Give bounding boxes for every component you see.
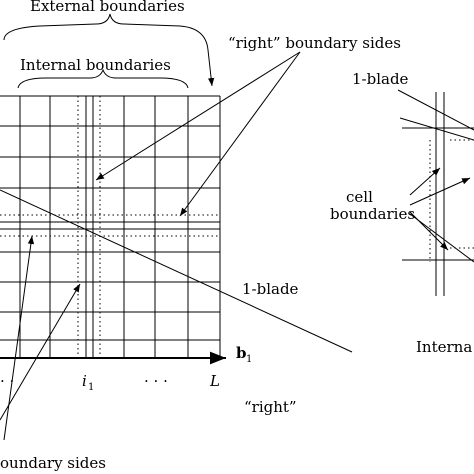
interna-label: Interna [416, 338, 472, 356]
tick-dots-mid: · · · [144, 372, 168, 390]
right-dotted [429, 139, 474, 262]
axis-b1-label: b [236, 344, 247, 362]
tick-i1-sub: 1 [88, 382, 94, 393]
internal-boundary-vertical [85, 96, 94, 358]
right-blade-and-arrows [397, 89, 474, 263]
internal-boundaries-brace [17, 68, 189, 89]
oundary-sides-label: oundary sides [0, 454, 106, 472]
boundaries-label: boundaries [330, 205, 415, 223]
right-grid [402, 92, 474, 296]
tick-dots-left: · · [0, 372, 14, 390]
right-side-arrows [95, 51, 301, 217]
one-blade-right-label: 1-blade [352, 70, 409, 88]
tick-i1-label: i [82, 372, 87, 390]
internal-boundaries-label: Internal boundaries [20, 56, 171, 74]
axis-b1-sub: 1 [246, 354, 252, 365]
external-boundaries-brace [3, 13, 215, 87]
cell-label: cell [346, 188, 373, 206]
internal-boundary-horizontal [0, 221, 220, 230]
dotted-cell-boundaries [0, 96, 220, 358]
external-boundaries-label: External boundaries [30, 0, 185, 15]
lower-left-arrows [0, 235, 81, 441]
tick-L-label: L [209, 372, 220, 390]
main-grid [0, 95, 221, 358]
right-boundary-sides-label: “right” boundary sides [228, 34, 401, 52]
right-quote-label: “right” [244, 398, 297, 416]
one-blade-left-label: 1-blade [242, 280, 299, 298]
one-blade-line [0, 189, 353, 353]
